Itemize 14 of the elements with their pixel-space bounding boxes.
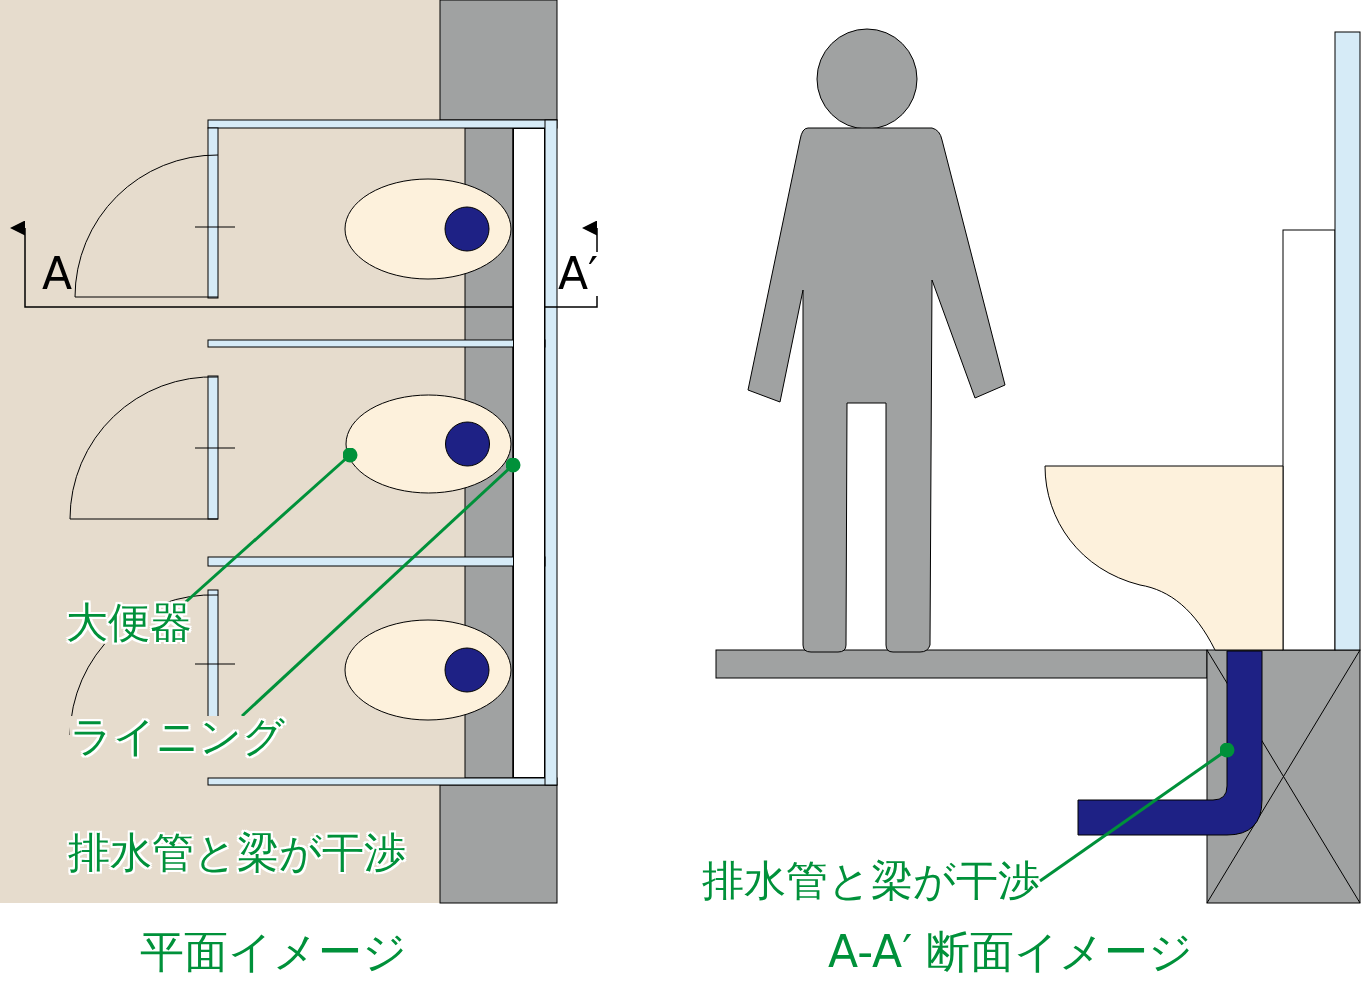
section-mark: A — [42, 252, 73, 296]
leader-line — [241, 457, 521, 718]
section-mark: A′ — [558, 252, 599, 296]
lining-wall — [513, 128, 545, 778]
leader-line — [1039, 742, 1235, 883]
drain-pipe — [1077, 650, 1263, 836]
note-text: 排水管と梁が干渉 — [68, 832, 406, 874]
part-label: 大便器 — [66, 602, 192, 644]
callout-text: 排水管と梁が干渉 — [702, 860, 1040, 902]
view-caption: 平面イメージ — [140, 930, 407, 974]
leader-line — [184, 447, 358, 604]
toilet-bowl — [345, 394, 512, 494]
part-label: ライニング — [70, 716, 285, 758]
view-caption: A-A′ 断面イメージ — [828, 930, 1194, 974]
